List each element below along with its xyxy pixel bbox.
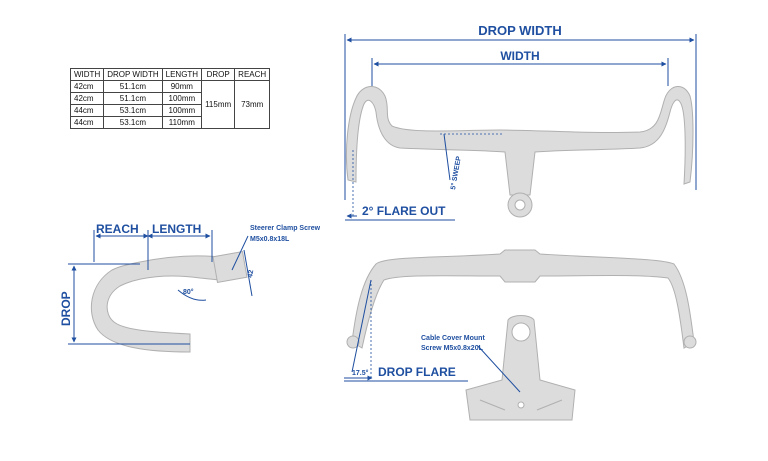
geometry-table: WIDTH DROP WIDTH LENGTH DROP REACH 42cm … <box>69 68 271 129</box>
label-steerer-screw-title: Steerer Clamp Screw <box>250 225 321 232</box>
label-dim-42: 42 <box>247 269 255 278</box>
side-view-handlebar <box>90 251 248 353</box>
table-row: 44cm 53.1cm 110mm <box>69 116 270 129</box>
label-drop-width: DROP WIDTH <box>478 23 562 38</box>
label-angle-80: 80° <box>183 288 194 296</box>
label-cable-screw-title: Cable Cover Mount <box>421 335 485 342</box>
table-header-row: WIDTH DROP WIDTH LENGTH DROP REACH <box>69 68 271 81</box>
label-drop-flare: DROP FLARE <box>378 365 456 379</box>
front-view-handlebar <box>345 86 694 218</box>
label-angle-17-5: 17.5° <box>352 369 369 377</box>
label-width: WIDTH <box>500 49 539 63</box>
stem-clamp <box>212 251 248 283</box>
label-sweep: 5° SWEEP <box>449 155 463 190</box>
label-steerer-screw-spec: M5x0.8x18L <box>250 236 290 243</box>
label-drop: DROP <box>59 291 73 326</box>
cell-drop: 115mm <box>201 80 236 129</box>
table-row: 42cm 51.1cm 90mm 115mm 73mm <box>69 80 271 129</box>
stem-detail <box>465 315 576 421</box>
label-flare-out: 2° FLARE OUT <box>362 204 446 218</box>
table-row: 42cm 51.1cm 100mm <box>69 92 270 105</box>
cell-reach: 73mm <box>234 80 271 129</box>
label-reach: REACH <box>96 222 139 236</box>
label-length: LENGTH <box>152 222 201 236</box>
cell-length: 110mm <box>161 116 203 129</box>
label-cable-screw-spec: Screw M5x0.8x20L <box>421 345 484 352</box>
top-view-handlebar <box>346 249 697 349</box>
